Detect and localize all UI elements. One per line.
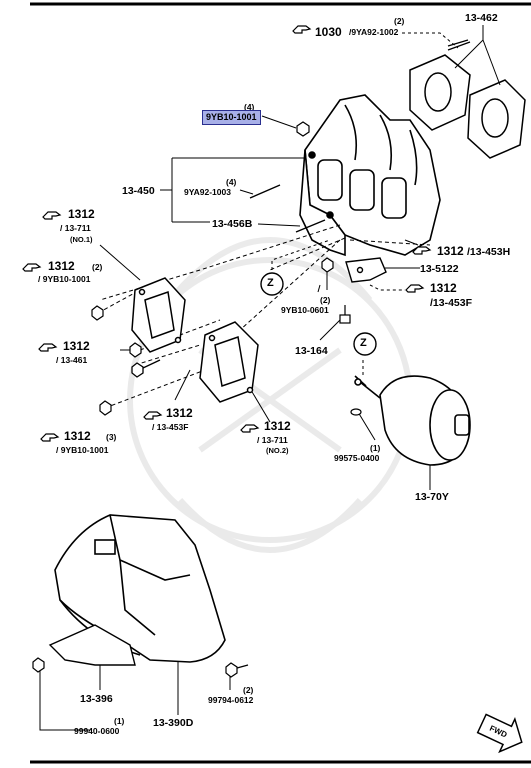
qty-99940: (1)	[114, 716, 125, 726]
label-1312-c: 1312	[63, 339, 90, 353]
pointer-icon	[240, 424, 259, 433]
nut-top	[296, 121, 310, 137]
qty-1030: (2)	[394, 16, 405, 26]
gasket-13-711-no2	[199, 321, 259, 403]
z-circle-1	[260, 272, 284, 296]
label-13-711-no2: / 13-711	[257, 435, 288, 445]
label-99940-0600: 99940-0600	[74, 726, 120, 736]
gasket-13-462	[409, 54, 526, 159]
bracket-13-5122	[345, 257, 387, 283]
label-13-390d: 13-390D	[153, 717, 194, 729]
pointer-icon	[143, 411, 162, 420]
z-circle-2	[353, 332, 377, 356]
qty-9yb10-top: (4)	[244, 102, 255, 112]
bolt-13-164	[339, 305, 351, 324]
label-1312-h: 1312	[64, 429, 91, 443]
label-1312-f: 1312	[166, 406, 193, 420]
bolt-9yb10-0601	[321, 257, 334, 273]
label-1030: 1030	[315, 25, 342, 39]
label-99575-0400: 99575-0400	[334, 453, 380, 463]
bolt-13-453f	[131, 359, 161, 378]
label-13-462: 13-462	[465, 12, 498, 24]
pointer-icon	[22, 263, 41, 272]
label-13-453h: /13-453H	[467, 246, 511, 258]
qty-9yb10-0601: (2)	[320, 295, 331, 305]
gasket-13-711-no1	[131, 277, 186, 353]
label-1312-e: 1312	[430, 281, 457, 295]
label-13-456b: 13-456B	[212, 218, 253, 230]
label-1312-b-sub: / 9YB10-1001	[38, 274, 91, 284]
bracket-13-396	[48, 624, 136, 666]
leader-lines	[39, 25, 501, 731]
fwd-arrow-icon	[476, 713, 523, 754]
label-1030-sub: /9YA92-1002	[349, 27, 399, 37]
actuator-13-70y	[354, 375, 471, 466]
label-1312-h-sub: / 9YB10-1001	[56, 445, 109, 455]
label-13-711-no1: / 13-711	[60, 223, 91, 233]
label-1312-d: 1312	[437, 244, 464, 258]
bolt-99794	[225, 662, 249, 678]
label-9ya92-1003: 9YA92-1003	[184, 187, 231, 197]
label-13-453f-f: / 13-453F	[152, 422, 189, 432]
label-9yb10-0601: 9YB10-0601	[281, 305, 329, 315]
qty-99575: (1)	[370, 443, 381, 453]
pointer-icon	[292, 25, 311, 34]
label-13-70y: 13-70Y	[415, 491, 449, 503]
stud-1030	[447, 39, 471, 51]
label-1312-g: 1312	[264, 419, 291, 433]
label-13-164: 13-164	[295, 345, 328, 357]
label-1312-a: 1312	[68, 207, 95, 221]
z-circle-1-label: Z	[267, 277, 274, 289]
qty-1312-b: (2)	[92, 262, 103, 272]
label-1312-b: 1312	[48, 259, 75, 273]
label-13-5122: 13-5122	[420, 263, 459, 275]
qty-1312-h: (3)	[106, 432, 117, 442]
exhaust-manifold	[299, 94, 441, 257]
label-13-711-no2-no: (NO.2)	[266, 446, 289, 455]
qty-99794: (2)	[243, 685, 254, 695]
label-99794-0612: 99794-0612	[208, 695, 254, 705]
label-13-450: 13-450	[122, 185, 155, 197]
pointer-icon	[38, 343, 57, 352]
pointer-icon	[40, 433, 59, 442]
washer-99575	[350, 408, 362, 416]
label-13-453f-e: /13-453F	[430, 297, 473, 309]
studs-9ya92-1003	[249, 184, 326, 233]
label-13-461: / 13-461	[56, 355, 88, 365]
pointer-icon	[42, 211, 61, 220]
pointer-icon	[405, 284, 424, 293]
nuts-left	[91, 305, 142, 416]
label-13-396: 13-396	[80, 693, 113, 705]
label-9yb10-1001-highlighted[interactable]: 9YB10-1001	[202, 110, 261, 125]
label-13-711-no1-no: (NO.1)	[70, 235, 93, 244]
bolt-99940	[32, 657, 45, 673]
qty-9ya92-1003: (4)	[226, 177, 237, 187]
z-circle-2-label: Z	[360, 337, 367, 349]
